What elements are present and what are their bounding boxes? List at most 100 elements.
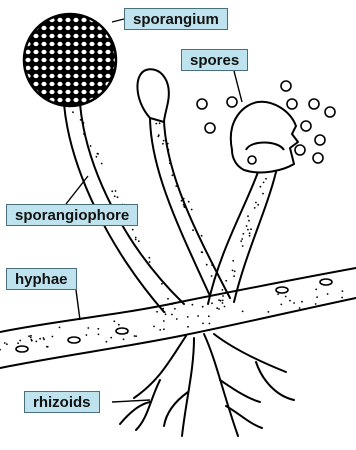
stipple-dot: [83, 122, 85, 124]
stipple-dot: [171, 303, 173, 305]
stipple-dot: [289, 300, 291, 302]
stipple-dot: [97, 153, 99, 155]
stipple-dot: [171, 314, 173, 316]
stipple-dot: [222, 300, 224, 302]
stipple-dot: [123, 338, 125, 340]
stipple-dot: [161, 283, 163, 285]
stipple-dot: [35, 341, 37, 343]
stipple-dot: [222, 289, 224, 291]
stipple-dot: [218, 308, 220, 310]
stipple-dot: [263, 182, 265, 184]
spore: [301, 121, 311, 131]
stipple-dot: [254, 207, 256, 209]
stipple-dot: [163, 140, 165, 142]
stipple-dot: [202, 323, 204, 325]
stipple-dot: [213, 278, 215, 280]
stipple-dot: [242, 311, 244, 313]
stipple-dot: [97, 328, 99, 330]
stipple-dot: [224, 306, 226, 308]
stipple-dot: [86, 334, 88, 336]
stipple-dot: [201, 251, 203, 253]
spore: [197, 99, 207, 109]
stipple-dot: [43, 337, 45, 339]
stipple-dot: [80, 119, 82, 121]
label-sporangium: sporangium: [124, 8, 228, 30]
spore: [205, 123, 215, 133]
spore: [287, 99, 297, 109]
stipple-dot: [156, 311, 158, 313]
stipple-dot: [4, 342, 6, 344]
stipple-dot: [192, 229, 194, 231]
stipple-dot: [173, 302, 175, 304]
stipple-dot: [114, 195, 116, 197]
stipple-dot: [110, 337, 112, 339]
stipple-dot: [159, 122, 161, 124]
stipple-dot: [188, 201, 190, 203]
stipple-dot: [255, 202, 257, 204]
stipple-dot: [159, 329, 161, 331]
stipple-dot: [327, 293, 329, 295]
leader-sporangiophore: [66, 176, 88, 204]
stipple-dot: [257, 204, 259, 206]
stipple-dot: [222, 295, 224, 297]
spore: [281, 81, 291, 91]
stipple-dot: [240, 240, 242, 242]
stipple-dot: [260, 186, 262, 188]
stipple-dot: [106, 341, 108, 343]
stipple-dot: [167, 298, 169, 300]
stipple-dot: [135, 237, 137, 239]
stipple-dot: [201, 235, 203, 237]
stipple-dot: [28, 335, 30, 337]
stipple-dot: [163, 320, 165, 322]
stipple-dot: [165, 313, 167, 315]
burst-sporangium: [231, 102, 298, 173]
stipple-dot: [187, 326, 189, 328]
stipple-dot: [153, 326, 155, 328]
stipple-dot: [211, 275, 213, 277]
stipple-dot: [30, 335, 32, 337]
stipple-dot: [72, 111, 74, 113]
stipple-dot: [134, 335, 136, 337]
stipple-dot: [285, 296, 287, 298]
stipple-dot: [315, 303, 317, 305]
stipple-dot: [169, 159, 171, 161]
stipple-dot: [30, 337, 32, 339]
stipple-dot: [250, 228, 252, 230]
stipple-dot: [113, 320, 115, 322]
stipple-dot: [83, 133, 85, 135]
stipple-dot: [138, 240, 140, 242]
stipple-dot: [208, 315, 210, 317]
stipple-dot: [111, 190, 113, 192]
spore: [315, 135, 325, 145]
stipple-dot: [206, 264, 208, 266]
stipple-dot: [299, 307, 301, 309]
stipple-dot: [176, 318, 178, 320]
stipple-dot: [234, 270, 236, 272]
stipple-dot: [98, 334, 100, 336]
stipple-dot: [162, 143, 164, 145]
leader-sporangium: [112, 19, 124, 22]
stipple-dot: [249, 235, 251, 237]
young-sporangium: [137, 69, 168, 122]
stipple-dot: [316, 296, 318, 298]
label-rhizoids: rhizoids: [24, 391, 100, 413]
spore: [313, 153, 323, 163]
stipple-dot: [167, 143, 169, 145]
stipple-dot: [39, 338, 41, 340]
spore: [295, 145, 305, 155]
stipple-dot: [149, 257, 151, 259]
stipple-dot: [149, 261, 151, 263]
leader-hyphae: [76, 290, 80, 320]
stipple-dot: [202, 306, 204, 308]
stipple-dot: [301, 301, 303, 303]
stipple-dot: [31, 340, 33, 342]
stipple-dot: [181, 200, 183, 202]
label-sporangiophore: sporangiophore: [6, 204, 138, 226]
stipple-dot: [225, 280, 227, 282]
stipple-dot: [126, 332, 128, 334]
stipple-dot: [246, 225, 248, 227]
stipple-dot: [163, 328, 165, 330]
stipple-dot: [96, 156, 98, 158]
spore: [227, 97, 237, 107]
stipple-dot: [222, 302, 224, 304]
